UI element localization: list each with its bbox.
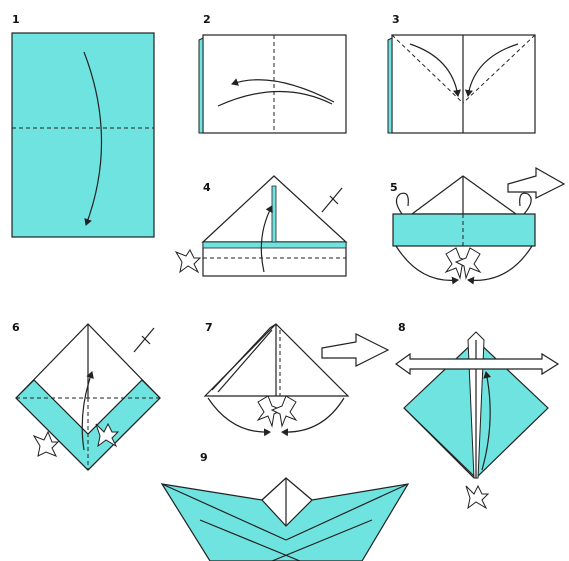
repeat-tick [141,335,151,345]
turn-over-star-icon [95,422,120,448]
step-number-3: 3 [392,13,400,26]
paper-sheet [11,32,155,238]
center-flap [271,185,277,243]
fold-arrow-guide [217,90,333,107]
pull-arrow-icon [256,395,284,428]
step-number-4: 4 [203,181,211,194]
fold-line-left [391,34,464,104]
step-9: 9 [160,451,410,561]
triangle-top [410,175,518,215]
paper-edge [387,37,393,134]
fold-arrow-right [467,245,533,285]
step-1: 1 [11,13,155,238]
step-number-5: 5 [390,181,398,194]
hull-fold-line [271,519,373,561]
tuck-loop-left [395,192,409,215]
fold-arrow [231,78,335,103]
colored-edge [202,241,347,249]
repeat-tick [329,195,339,205]
step-number-9: 9 [200,451,208,464]
fold-arrow-right [281,397,345,437]
tuck-loop-right [519,192,532,215]
step-7: 7 [203,321,390,437]
hull-fold-line [285,483,409,541]
step-5: 5 [390,166,566,285]
fold-arrow-left [409,43,462,97]
paper-edge [198,37,204,134]
pull-arrow-icon [454,247,482,280]
fold-line-right [462,34,536,104]
step-number-6: 6 [12,321,20,334]
fold-arrow [260,205,273,273]
colored-band [392,213,536,247]
turn-over-star-icon [465,484,490,510]
edge-line [403,407,475,479]
pull-apart-arrow-icon [394,352,560,376]
step-3: 3 [387,13,536,134]
hull-fold-line [199,519,301,561]
layer-line [217,329,273,393]
step-number-2: 2 [203,13,211,26]
fold-arrow-left [395,245,459,285]
step-6: 6 [12,321,161,471]
step-4: 4 [174,175,348,277]
repeat-marker [133,327,155,353]
hull-fold-line [161,483,287,541]
turn-over-star-icon [174,249,202,274]
pull-arrow-icon [270,395,298,428]
step-number-1: 1 [12,13,20,26]
next-step-arrow-icon [321,333,390,367]
turn-over-star-icon [32,430,60,457]
step-number-8: 8 [398,321,406,334]
repeat-marker [321,187,343,213]
fold-arrow [81,371,94,451]
layer-line [211,323,277,391]
step-2: 2 [198,13,347,134]
next-step-arrow-icon [507,166,566,199]
fold-arrow-left [207,397,271,437]
fold-arrow [481,371,492,471]
fold-arrow [83,51,103,226]
boat-sail [261,477,313,527]
step-8: 8 [394,321,560,510]
step-number-7: 7 [205,321,213,334]
fold-arrow-right [464,43,519,97]
